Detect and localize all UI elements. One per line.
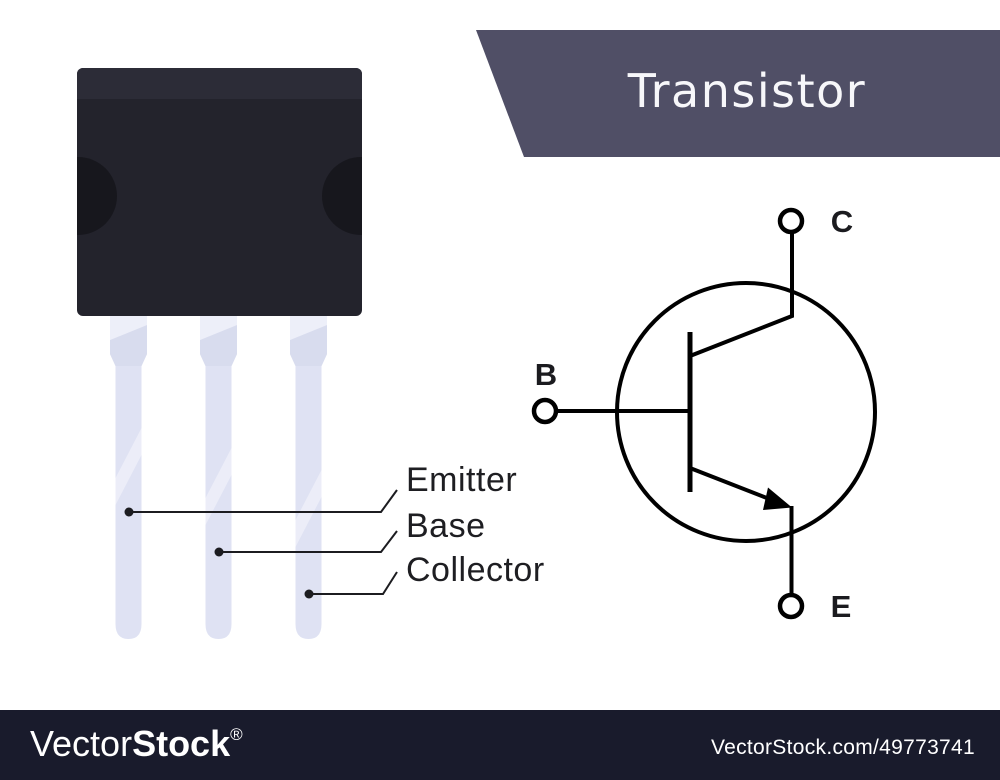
emitter-terminal <box>777 592 805 620</box>
leg-base <box>200 310 237 639</box>
banner-title: Transistor <box>627 64 866 118</box>
package-body <box>77 68 362 316</box>
body-top-strip <box>77 68 362 99</box>
mounting-hole-right <box>322 157 362 235</box>
brand-bold: Stock <box>132 723 231 764</box>
emitter-arrow <box>763 487 792 510</box>
leg-emitter <box>110 310 147 639</box>
leader-line-collector <box>309 571 398 595</box>
leader-line-base <box>219 530 398 553</box>
brand-light: Vector <box>30 723 132 764</box>
leader-dots <box>124 507 314 599</box>
collector-lead <box>689 233 794 358</box>
base-terminal <box>531 397 559 425</box>
collector-terminal <box>777 207 805 235</box>
brand-registered-icon: ® <box>230 725 243 744</box>
package-legs <box>110 310 327 639</box>
pin-label-emitter: Emitter <box>406 461 517 499</box>
footer-bar <box>0 710 1000 780</box>
emitter-lead <box>689 466 773 502</box>
leader-line-emitter <box>129 489 398 513</box>
transistor-body <box>77 68 362 316</box>
pin-label-collector: Collector <box>406 551 545 589</box>
mounting-hole-left <box>77 157 117 235</box>
terminal-label-c: C <box>831 204 853 239</box>
leader-lines <box>129 489 398 595</box>
brand-logo: VectorStock® <box>30 723 243 764</box>
leader-dot-emitter <box>124 507 134 517</box>
leader-dot-base <box>214 547 224 557</box>
leader-dot-collector <box>304 589 314 599</box>
terminal-label-e: E <box>831 589 852 624</box>
title-banner <box>476 30 1000 157</box>
transistor-symbol: B C E <box>531 204 877 624</box>
terminal-label-b: B <box>535 357 557 392</box>
pin-label-base: Base <box>406 507 486 545</box>
credit-url: VectorStock.com/49773741 <box>711 736 975 759</box>
leg-collector <box>290 310 327 639</box>
